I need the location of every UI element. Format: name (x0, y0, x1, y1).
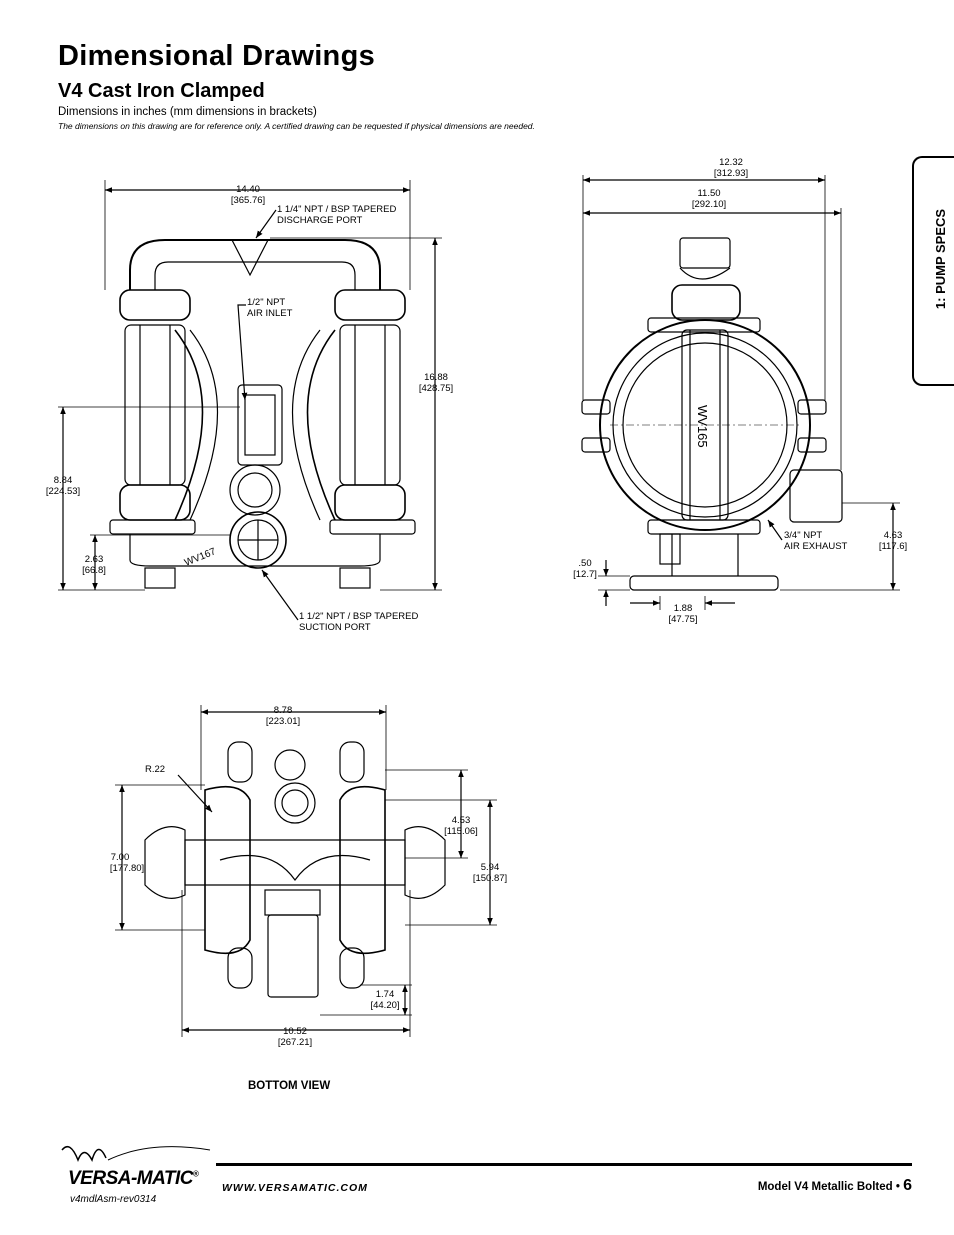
front-width-in: 14.40 (236, 184, 260, 195)
front-height-mm: [428.75] (419, 383, 453, 394)
bottom-r1-in: 4.53 (452, 815, 471, 826)
bottom-view-drawing (115, 705, 497, 1037)
bottom-top-mm: [223.01] (266, 716, 300, 727)
bottom-view-label: BOTTOM VIEW (248, 1080, 331, 1092)
model-page-footer: Model V4 Metallic Bolted • 6 (758, 1177, 912, 1195)
discharge-label-2: DISCHARGE PORT (277, 215, 363, 226)
registered-mark: ® (193, 1169, 199, 1179)
side-exhaust-in: 4.63 (884, 530, 903, 541)
brand-logo: VERSA-MATIC® (68, 1168, 199, 1190)
document-code: v4mdlAsm-rev0314 (70, 1194, 157, 1205)
side-exhaust-mm: [117.6] (879, 541, 907, 552)
front-part-mark: WV167 (183, 546, 218, 569)
air-inlet-label-1: 1/2" NPT (247, 297, 285, 308)
disclaimer-note: The dimensions on this drawing are for r… (58, 121, 535, 131)
page-subtitle: V4 Cast Iron Clamped (58, 80, 265, 102)
front-mid-in: 8.84 (54, 475, 73, 486)
page-title: Dimensional Drawings (58, 40, 376, 72)
bottom-width-mm: [267.21] (278, 1037, 312, 1048)
section-tab[interactable]: 1: PUMP SPECS (912, 156, 954, 386)
air-inlet-label-2: AIR INLET (247, 308, 293, 319)
footer-rule (216, 1163, 912, 1166)
front-low-in: 2.63 (85, 554, 104, 565)
side-foot-in: .50 (578, 558, 591, 569)
suction-label-2: SUCTION PORT (299, 622, 371, 633)
exhaust-label-2: AIR EXHAUST (784, 541, 848, 552)
front-mid-mm: [224.53] (46, 486, 80, 497)
bottom-left-in: 7.00 (111, 852, 130, 863)
side-base-in: 1.88 (674, 603, 693, 614)
side-part-mark: WV165 (695, 405, 710, 448)
front-view-drawing (58, 180, 442, 621)
side-outer-in: 12.32 (719, 157, 743, 168)
front-low-mm: [66.8] (82, 565, 106, 576)
discharge-label-1: 1 1/4" NPT / BSP TAPERED (277, 204, 396, 215)
units-note: Dimensions in inches (mm dimensions in b… (58, 106, 317, 118)
page-number: 6 (903, 1177, 912, 1194)
front-height-in: 16.88 (424, 372, 448, 383)
exhaust-label-1: 3/4" NPT (784, 530, 822, 541)
website-link[interactable]: WWW.VERSAMATIC.COM (222, 1182, 368, 1194)
suction-label-1: 1 1/2" NPT / BSP TAPERED (299, 611, 418, 622)
side-base-mm: [47.75] (668, 614, 697, 625)
side-foot-mm: [12.7] (573, 569, 597, 580)
bottom-radius: R.22 (145, 764, 165, 775)
side-inner-in: 11.50 (697, 188, 720, 199)
bottom-left-mm: [177.80] (110, 863, 144, 874)
side-view-drawing (581, 175, 900, 610)
model-name: Model V4 Metallic Bolted • (757, 1181, 900, 1193)
side-outer-mm: [312.93] (714, 168, 748, 179)
side-inner-mm: [292.10] (692, 199, 726, 210)
front-width-mm: [365.76] (231, 195, 265, 206)
bottom-r1-mm: [115.06] (444, 826, 478, 837)
bottom-top-in: 8.78 (274, 705, 293, 716)
bottom-r2-in: 5.94 (481, 862, 500, 873)
bottom-small-mm: [44.20] (370, 1000, 399, 1011)
versamatic-logo-mark (61, 1145, 211, 1163)
brand-name: VERSA-MATIC (68, 1168, 194, 1189)
bottom-small-in: 1.74 (376, 989, 395, 1000)
bottom-r2-mm: [150.87] (473, 873, 507, 884)
bottom-width-in: 10.52 (283, 1026, 307, 1037)
